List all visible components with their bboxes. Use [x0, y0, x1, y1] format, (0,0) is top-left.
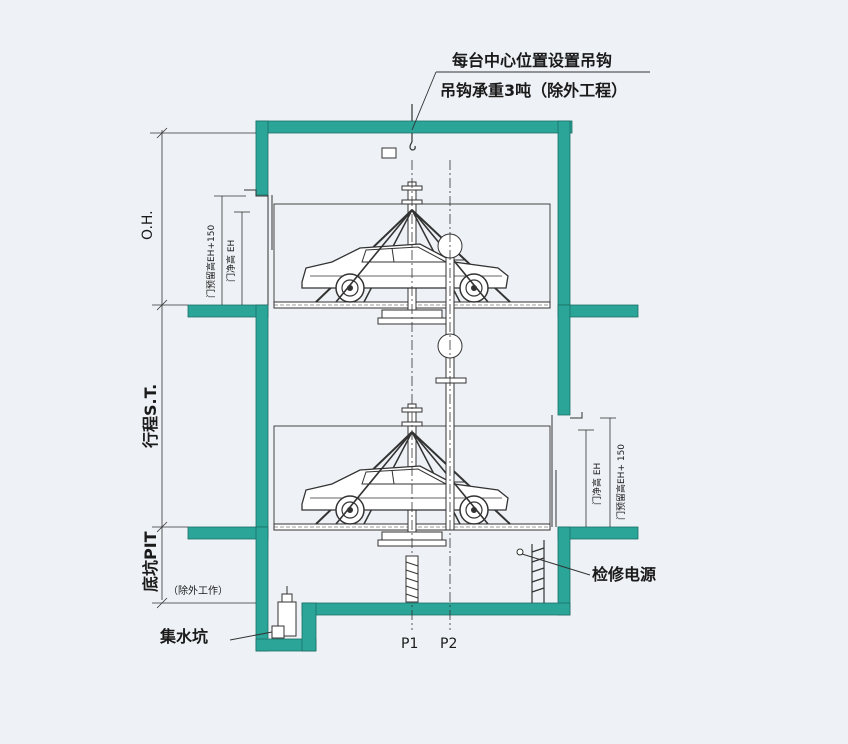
hook-leader — [411, 71, 650, 131]
lamp-icon — [516, 548, 591, 576]
hook-icon — [409, 104, 416, 151]
oh-label: O.H. — [140, 210, 156, 240]
pit-label: 底坑PIT — [141, 531, 160, 592]
center-lines — [411, 160, 451, 630]
lower-door-clear: 门净高 EH — [591, 463, 603, 505]
power-label: 检修电源 — [592, 565, 656, 584]
door-trims — [244, 189, 583, 527]
hook-box — [381, 147, 397, 159]
left-dimensions — [150, 127, 616, 609]
upper-door-reserved: 门预留高EH+150 — [205, 225, 217, 298]
stroke-label: 行程S.T. — [141, 384, 160, 449]
pit-spring — [405, 555, 419, 603]
shaft-walls — [187, 120, 639, 652]
sump-label: 集水坑 — [159, 627, 208, 646]
p1-label: P1 — [401, 636, 418, 652]
lower-door-reserved: 门预留高EH+ 150 — [615, 444, 627, 520]
pit-note: （除外工作） — [168, 584, 228, 597]
ladder-icon — [531, 540, 545, 603]
hook-note-line1: 每台中心位置设置吊钩 — [452, 51, 612, 70]
upper-door-clear: 门净高 EH — [225, 240, 237, 282]
p2-label: P2 — [440, 636, 457, 652]
pump-icon — [229, 586, 297, 641]
hook-note-line2: 吊钩承重3吨（除外工程） — [440, 81, 627, 100]
